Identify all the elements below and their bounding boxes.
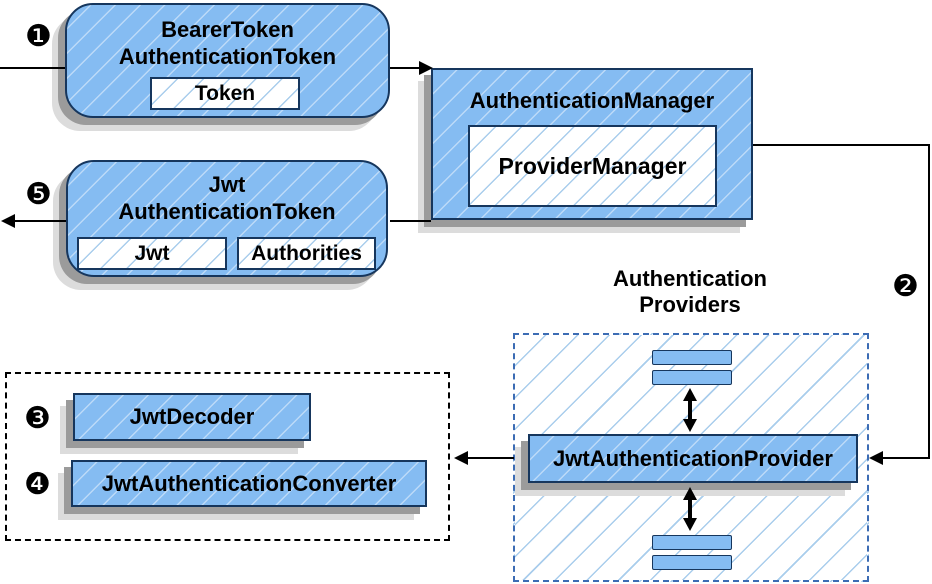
arrowhead-to-decoder-group	[454, 451, 468, 465]
jwt-authentication-converter-label: JwtAuthenticationConverter	[101, 470, 397, 496]
bearer-token-authentication-token-box: BearerToken AuthenticationToken	[65, 3, 390, 118]
flow-line-step2-into-providers	[882, 457, 930, 459]
jwt-authentication-provider-label: JwtAuthenticationProvider	[553, 445, 833, 471]
flow-line-step2-vertical	[928, 144, 930, 459]
provider-manager-box: ProviderManager	[468, 125, 717, 207]
bearer-token-title-line2: AuthenticationToken	[118, 44, 337, 69]
flow-line-to-authmanager	[390, 67, 420, 69]
authorities-field-label: Authorities	[251, 241, 362, 265]
jwt-field-label: Jwt	[134, 241, 170, 265]
bearer-token-title-line1: BearerToken	[161, 17, 294, 42]
arrowhead-to-authmanager	[419, 61, 433, 75]
token-field-label: Token	[194, 81, 256, 105]
providers-heading-line1: Authentication	[613, 266, 767, 291]
authorities-field: Authorities	[237, 237, 376, 270]
provider-manager-label: ProviderManager	[498, 152, 687, 179]
flow-line-authmanager-to-jwttoken	[390, 220, 431, 222]
jwt-decoder-box: JwtDecoder	[73, 393, 311, 441]
providers-group-heading: Authentication Providers	[540, 266, 840, 318]
arrowhead-response-out	[1, 214, 15, 228]
token-field: Token	[150, 77, 300, 110]
flow-line-provider-to-decoder	[467, 457, 514, 459]
jwt-field: Jwt	[77, 237, 227, 270]
flow-line-step2-top	[753, 144, 930, 146]
arrowhead-into-providers	[869, 451, 883, 465]
jwt-token-title-line1: Jwt	[208, 172, 246, 197]
step-1-badge: ❶	[25, 20, 52, 53]
providers-heading-line2: Providers	[639, 292, 741, 317]
step-3-badge: ❸	[24, 402, 51, 435]
provider-stub-bar-top-1	[652, 350, 732, 365]
provider-bottom-double-arrow	[682, 487, 698, 531]
jwt-authentication-provider-box: JwtAuthenticationProvider	[528, 434, 858, 483]
provider-stub-bar-bottom-2	[652, 555, 732, 570]
jwt-authentication-converter-box: JwtAuthenticationConverter	[71, 460, 427, 507]
jwt-decoder-label: JwtDecoder	[129, 404, 255, 429]
flow-line-request-in	[0, 67, 65, 69]
provider-stub-bar-top-2	[652, 370, 732, 385]
provider-top-double-arrow	[682, 388, 698, 432]
step-5-badge: ❺	[25, 178, 52, 211]
flow-line-response-out	[13, 220, 66, 222]
provider-stub-bar-bottom-1	[652, 535, 732, 550]
jwt-token-title-line2: AuthenticationToken	[118, 199, 336, 224]
step-4-badge: ❹	[24, 468, 51, 501]
step-2-badge: ❷	[892, 270, 919, 303]
authentication-manager-title: AuthenticationManager	[469, 88, 715, 113]
